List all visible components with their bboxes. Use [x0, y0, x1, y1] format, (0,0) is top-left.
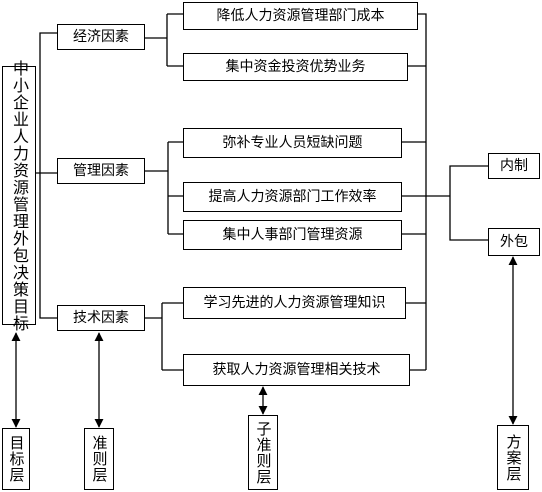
subcriteria-label: 学习先进的人力资源管理知识	[203, 295, 386, 311]
option-label: 外包	[500, 234, 528, 250]
subcriteria-box-6: 学习先进的人力资源管理知识	[183, 287, 406, 319]
option-box-insource: 内制	[488, 153, 540, 179]
subcriteria-label: 降低人力资源管理部门成本	[216, 8, 385, 24]
criteria-layer-label: 准则层	[90, 435, 109, 483]
subcriteria-box-4: 提高人力资源部门工作效率	[183, 182, 402, 212]
subcriteria-box-7: 获取人力资源管理相关技术	[183, 354, 410, 386]
goal-box: 中小企业人力资源管理外包决策目标	[2, 60, 36, 332]
subcriteria-to-options-connector	[402, 13, 488, 371]
options-layer-box: 方案层	[497, 425, 529, 490]
subcriteria-box-3: 弥补专业人员短缺问题	[183, 128, 402, 158]
goal-to-criteria-connector	[36, 32, 57, 319]
options-layer-label: 方案层	[504, 433, 523, 482]
subcriteria-box-5: 集中人事部门管理资源	[183, 220, 402, 250]
management-connector	[145, 141, 183, 235]
goal-label: 中小企业人力资源管理外包决策目标	[10, 59, 29, 332]
subcriteria-box-2: 集中资金投资优势业务	[183, 53, 408, 81]
subcriteria-label: 弥补专业人员短缺问题	[222, 135, 363, 151]
subcriteria-layer-box: 子准则层	[248, 415, 278, 490]
goal-layer-label: 目标层	[7, 435, 26, 483]
criteria-label: 技术因素	[73, 310, 129, 326]
subcriteria-box-1: 降低人力资源管理部门成本	[183, 2, 418, 30]
criteria-label: 管理因素	[73, 163, 129, 179]
subcriteria-layer-label: 子准则层	[254, 420, 273, 485]
subcriteria-label: 提高人力资源部门工作效率	[208, 189, 377, 205]
technical-connector	[145, 302, 183, 371]
criteria-label: 经济因素	[73, 29, 129, 45]
subcriteria-label: 集中资金投资优势业务	[225, 59, 366, 75]
option-label: 内制	[500, 158, 528, 174]
criteria-box-technical: 技术因素	[57, 305, 145, 331]
criteria-box-management: 管理因素	[57, 158, 145, 184]
option-box-outsource: 外包	[488, 228, 540, 256]
criteria-layer-box: 准则层	[84, 428, 114, 490]
economic-connector	[145, 13, 183, 67]
subcriteria-label: 获取人力资源管理相关技术	[212, 362, 381, 378]
goal-layer-box: 目标层	[2, 428, 30, 490]
criteria-box-economic: 经济因素	[57, 24, 145, 50]
subcriteria-label: 集中人事部门管理资源	[222, 227, 363, 243]
